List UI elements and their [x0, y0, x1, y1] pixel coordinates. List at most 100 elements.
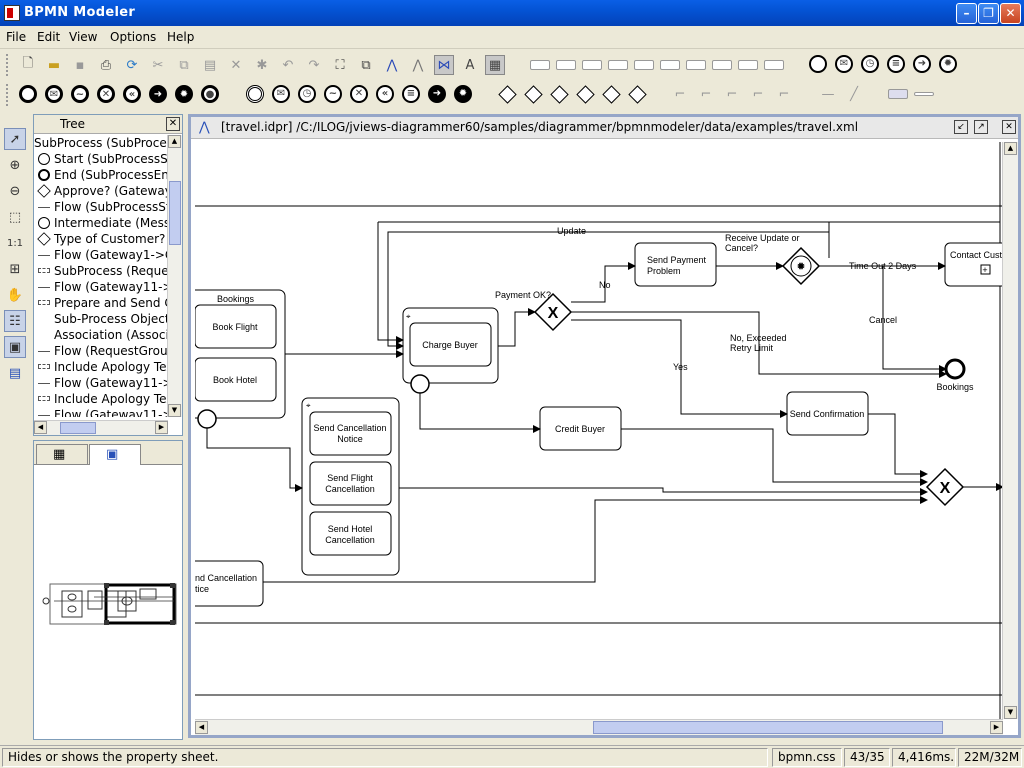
scroll-right-icon[interactable]: ▶	[155, 421, 168, 434]
select-arrow-icon[interactable]: ➚	[4, 128, 26, 150]
end-event-message-icon[interactable]: ✉	[834, 54, 854, 74]
data-object-icon[interactable]	[914, 84, 934, 104]
zoom-out-icon[interactable]: ⊖	[9, 183, 21, 199]
task-shape-3-icon[interactable]	[582, 55, 602, 75]
tree-item[interactable]: Sub-Process Object	[34, 311, 168, 327]
group-icon[interactable]: ⛶	[335, 57, 345, 73]
canvas-scroll-down-icon[interactable]: ▼	[1004, 706, 1017, 719]
tree-item[interactable]: Flow (RequestGroup	[34, 343, 168, 359]
zoom-1to1-icon[interactable]: 1:1	[6, 237, 24, 249]
canvas-horizontal-scrollbar[interactable]: ◀ ▶	[195, 719, 1003, 735]
gateway-and-icon[interactable]	[627, 84, 647, 104]
layout-tree-icon[interactable]: ⋀	[386, 57, 398, 73]
canvas-scroll-left-icon[interactable]: ◀	[195, 721, 208, 734]
intermediate-multiple-icon[interactable]: ✹	[453, 84, 473, 104]
open-folder-icon[interactable]: ▬	[47, 57, 61, 73]
tree-item[interactable]: Prepare and Send C	[34, 295, 168, 311]
canvas-vertical-scrollbar[interactable]: ▲ ▼	[1002, 142, 1018, 719]
link-orthogonal-2-icon[interactable]: ⌐	[700, 86, 712, 102]
end-event-rule-icon[interactable]: ≡	[886, 54, 906, 74]
start-event-cancel-icon[interactable]: ✕	[96, 84, 116, 104]
pan-hand-icon[interactable]: ✋	[6, 287, 24, 303]
menu-view[interactable]: View	[69, 30, 98, 44]
tree-close-button[interactable]: ✕	[166, 117, 180, 131]
end-event-timer-icon[interactable]: ◷	[860, 54, 880, 74]
tree-item[interactable]: Flow (Gateway11->T	[34, 279, 168, 295]
send-cancellation-notice-2-task[interactable]	[195, 560, 264, 607]
link-orthogonal-5-icon[interactable]: ⌐	[778, 86, 790, 102]
toolbar-grip[interactable]	[6, 54, 12, 76]
bookings-boundary-event[interactable]	[197, 409, 217, 429]
close-frame-icon[interactable]: ✕	[1002, 120, 1016, 134]
task-shape-10-icon[interactable]	[764, 55, 784, 75]
tree-item[interactable]: SubProcess (Reque	[34, 263, 168, 279]
intermediate-message-icon[interactable]: ✉	[271, 84, 291, 104]
menu-help[interactable]: Help	[167, 30, 195, 44]
task-shape-2-icon[interactable]	[556, 55, 576, 75]
tree-hscroll-thumb[interactable]	[60, 422, 96, 434]
start-event-signal-icon[interactable]: ~	[70, 84, 90, 104]
undo-icon[interactable]: ↶	[282, 57, 294, 73]
refresh-icon[interactable]: ⟳	[126, 57, 138, 73]
toolbar-grip-2[interactable]	[6, 84, 12, 106]
task-shape-8-icon[interactable]	[712, 55, 732, 75]
tree-item[interactable]: Start (SubProcessSt	[34, 151, 168, 167]
tree-item[interactable]: Flow (SubProcessSt	[34, 199, 168, 215]
tree-item[interactable]: Association (Associa	[34, 327, 168, 343]
diagonal-link-icon[interactable]: ╱	[850, 86, 858, 102]
tree-horizontal-scrollbar[interactable]: ◀ ▶	[34, 420, 168, 435]
tree-item[interactable]: Include Apology Text	[34, 359, 168, 375]
canvas-scroll-up-icon[interactable]: ▲	[1004, 142, 1017, 155]
send-hotel-cancellation-task[interactable]	[309, 511, 392, 556]
link-orthogonal-icon[interactable]: ⌐	[674, 86, 686, 102]
payment-ok-gateway[interactable]	[533, 292, 573, 332]
cut-icon[interactable]: ✂	[152, 57, 164, 73]
canvas-hscroll-thumb[interactable]	[593, 721, 943, 734]
minimize-button[interactable]: –	[956, 3, 977, 24]
layout-links-icon[interactable]: ⋀	[412, 57, 424, 73]
start-event-message-icon[interactable]: ✉	[44, 84, 64, 104]
ungroup-icon[interactable]: ⧉	[361, 57, 371, 73]
property-sheet-icon[interactable]: ▦	[485, 55, 505, 75]
gateway-xor-event-icon[interactable]	[549, 84, 569, 104]
tree-item[interactable]: End (SubProcessEn	[34, 167, 168, 183]
tree-item[interactable]: Flow (Gateway1->Ga	[34, 247, 168, 263]
intermediate-timer-icon[interactable]: ◷	[297, 84, 317, 104]
scroll-left-icon[interactable]: ◀	[34, 421, 47, 434]
start-event-compensate-icon[interactable]: «	[122, 84, 142, 104]
delete-icon[interactable]: ✕	[230, 57, 242, 73]
tab-properties[interactable]: ▦	[36, 444, 88, 465]
text-icon[interactable]: A	[465, 57, 475, 73]
gateway-complex-icon[interactable]	[601, 84, 621, 104]
zoom-in-icon[interactable]: ⊕	[9, 157, 21, 173]
send-cancellation-notice-task[interactable]	[309, 411, 392, 456]
zoom-box-icon[interactable]: ⬚	[8, 209, 22, 225]
gateway-xor-icon[interactable]	[523, 84, 543, 104]
tab-overview[interactable]: ▣	[89, 444, 141, 465]
end-event-multiple-icon[interactable]: ✹	[938, 54, 958, 74]
tree-item[interactable]: Type of Customer? (	[34, 231, 168, 247]
end-event-link-icon[interactable]: ➜	[912, 54, 932, 74]
redo-icon[interactable]: ↷	[308, 57, 320, 73]
diagram-canvas[interactable]: Bookings Book Flight Book Hotel Charge B…	[195, 142, 1003, 719]
book-hotel-task[interactable]	[195, 357, 277, 402]
restore-frame-icon[interactable]: ↗	[974, 120, 988, 134]
task-shape-9-icon[interactable]	[738, 55, 758, 75]
intermediate-link-icon[interactable]: ➜	[427, 84, 447, 104]
tree-vscroll-thumb[interactable]	[169, 181, 181, 245]
scroll-up-icon[interactable]: ▲	[168, 135, 181, 148]
intermediate-plain-icon[interactable]	[245, 84, 265, 104]
annotation-icon[interactable]	[888, 84, 908, 104]
print-icon[interactable]: ⎙	[100, 57, 112, 73]
start-event-multiple-icon[interactable]: ✹	[174, 84, 194, 104]
overview-toggle-icon[interactable]: ▣	[4, 336, 26, 358]
paste-icon[interactable]: ▤	[203, 57, 217, 73]
send-flight-cancellation-task[interactable]	[309, 461, 392, 506]
canvas-scroll-right-icon[interactable]: ▶	[990, 721, 1003, 734]
tree-toggle-icon[interactable]: ☷	[4, 310, 26, 332]
association-icon[interactable]: —	[821, 86, 835, 102]
charge-buyer-boundary-event[interactable]	[410, 374, 430, 394]
task-shape-7-icon[interactable]	[686, 55, 706, 75]
task-shape-4-icon[interactable]	[608, 55, 628, 75]
task-shape-6-icon[interactable]	[660, 55, 680, 75]
